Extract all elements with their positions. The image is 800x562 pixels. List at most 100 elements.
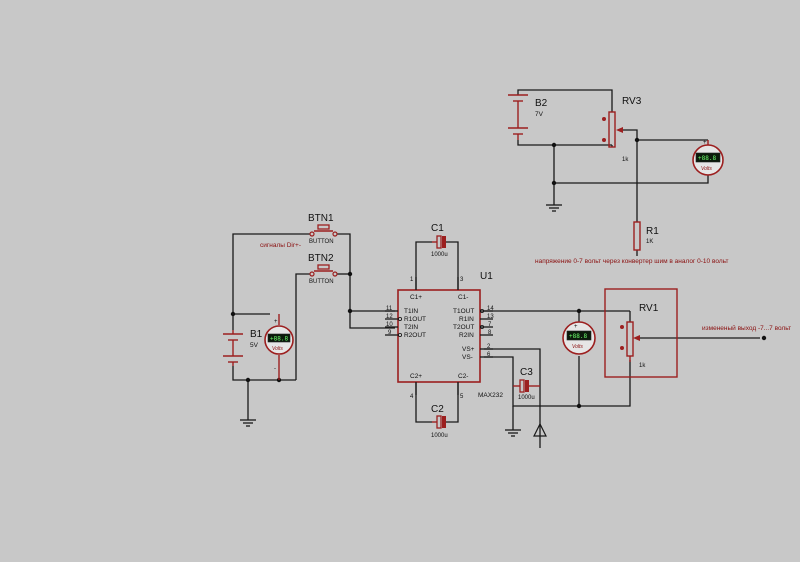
u1-pin-name: C2- <box>458 373 468 380</box>
voltmeter-left[interactable]: +88.8 Volts + - <box>264 314 294 380</box>
u1-pin-name: T2IN <box>404 324 418 331</box>
potentiometer-rv3[interactable]: RV3 1k <box>602 96 642 163</box>
rv1-value: 1k <box>639 363 646 369</box>
c3-value: 1000u <box>518 395 535 401</box>
btn2-ref: BTN2 <box>308 253 334 264</box>
u1-pin-num: 11 <box>386 306 393 312</box>
u1-pin-name: VS- <box>462 354 473 361</box>
ground-mid-icon <box>505 429 521 437</box>
junction-dot <box>245 377 251 383</box>
u1-pin-num: 8 <box>488 330 492 336</box>
button-btn2[interactable]: BTN2 BUTTON <box>308 253 338 285</box>
u1-pin-num: 5 <box>460 394 464 400</box>
u1-pin-name: T1IN <box>404 308 418 315</box>
u1-pin-num: 10 <box>386 322 393 328</box>
junction-dot <box>347 308 353 314</box>
supply-arrow-icon <box>533 422 547 448</box>
output-note: измененый выход -7...7 вольт <box>702 324 791 332</box>
junctions <box>230 137 767 409</box>
converter-note: напряжение 0-7 вольт через конвертер шим… <box>535 258 728 265</box>
meter-left-minus: - <box>274 366 276 372</box>
battery-b1: B1 5V <box>223 329 263 366</box>
u1-pin-num: 4 <box>410 394 414 400</box>
u1-ref: U1 <box>480 271 493 282</box>
capacitor-c2: C2 1000u <box>431 404 448 439</box>
meter-left-plus: + <box>274 319 278 325</box>
signals-label: сигналы Dir+- <box>260 242 301 249</box>
btn1-ref: BTN1 <box>308 213 334 224</box>
wires <box>232 89 760 430</box>
u1-pin-name: C1- <box>458 294 468 301</box>
voltmeter-top[interactable]: +88.8 Volts + <box>692 140 724 176</box>
capacitor-c3: C3 1000u <box>513 367 540 401</box>
meter-top-unit: Volts <box>701 166 712 172</box>
btn1-value: BUTTON <box>309 239 334 245</box>
meter-mid-plus: + <box>574 324 578 330</box>
meter-mid-reading: +88.8 <box>569 333 587 340</box>
u1-pin-name: R2IN <box>459 332 474 339</box>
c2-ref: C2 <box>431 404 444 415</box>
resistor-r1: R1 1K <box>633 221 659 251</box>
u1-supply-pins: 2 6 VS+ VS- <box>462 344 493 361</box>
junction-dot <box>576 403 582 409</box>
u1-right-pins: 14 13 7 8 T1OUT R1IN T2OUT R2IN <box>453 306 494 339</box>
u1-pin-name: C2+ <box>410 373 422 380</box>
u1-pin-num: 9 <box>388 330 392 336</box>
u1-pin-name: T2OUT <box>453 324 474 331</box>
battery-b2: B2 7V <box>508 94 548 140</box>
b2-ref: B2 <box>535 98 548 109</box>
junction-dot <box>576 308 582 314</box>
junction-dot <box>551 180 557 186</box>
c1-value: 1000u <box>431 252 448 258</box>
b1-value: 5V <box>250 342 259 349</box>
u1-pin-num: 13 <box>487 314 494 320</box>
u1-value: MAX232 <box>478 392 503 399</box>
potentiometer-rv1[interactable]: RV1 1k <box>604 288 678 378</box>
u1-pin-name: VS+ <box>462 346 475 353</box>
capacitor-c1: C1 1000u <box>431 223 448 258</box>
u1-top-pins: 1 3 C1+ C1- <box>410 277 468 301</box>
junction-dot <box>634 137 640 143</box>
rv3-value: 1k <box>622 157 629 163</box>
meter-left-unit: Volts <box>272 346 283 352</box>
ground-top-icon <box>546 204 562 212</box>
u1-pin-name: R2OUT <box>404 332 426 339</box>
u1-pin-name: C1+ <box>410 294 422 301</box>
u1-bottom-pins: 4 5 C2+ C2- <box>410 373 468 400</box>
u1-pin-num: 12 <box>386 314 393 320</box>
rv1-ref: RV1 <box>639 303 659 314</box>
meter-top-reading: +88.8 <box>698 155 716 162</box>
c3-ref: C3 <box>520 367 533 378</box>
meter-left-reading: +88.8 <box>270 336 288 343</box>
u1-pin-num: 14 <box>487 306 494 312</box>
b2-value: 7V <box>535 111 544 118</box>
u1-pin-num: 7 <box>488 322 492 328</box>
junction-dot <box>551 142 557 148</box>
button-btn1[interactable]: BTN1 BUTTON <box>308 213 338 245</box>
u1-pin-num: 6 <box>487 352 491 358</box>
u1-pin-num: 1 <box>410 277 414 283</box>
b1-ref: B1 <box>250 329 263 340</box>
btn2-value: BUTTON <box>309 279 334 285</box>
junction-dot <box>347 271 353 277</box>
voltmeter-middle[interactable]: +88.8 Volts + <box>562 321 596 355</box>
u1-pin-num: 2 <box>487 344 491 350</box>
rv3-ref: RV3 <box>622 96 642 107</box>
c1-ref: C1 <box>431 223 444 234</box>
ground-left-icon <box>240 419 256 427</box>
u1-pin-name: R1IN <box>459 316 474 323</box>
c2-value: 1000u <box>431 433 448 439</box>
junction-dot <box>761 335 767 341</box>
junction-dot <box>230 311 236 317</box>
u1-pin-name: T1OUT <box>453 308 474 315</box>
meter-top-plus: + <box>703 140 707 146</box>
r1-ref: R1 <box>646 226 659 237</box>
u1-pin-num: 3 <box>460 277 464 283</box>
r1-value: 1K <box>646 239 653 245</box>
ic-u1[interactable]: U1 MAX232 11 12 10 9 T1IN R1OUT T2IN R2O… <box>385 271 503 400</box>
u1-left-pins: 11 12 10 9 T1IN R1OUT T2IN R2OUT <box>385 306 426 339</box>
u1-pin-name: R1OUT <box>404 316 426 323</box>
meter-mid-unit: Volts <box>572 344 583 350</box>
